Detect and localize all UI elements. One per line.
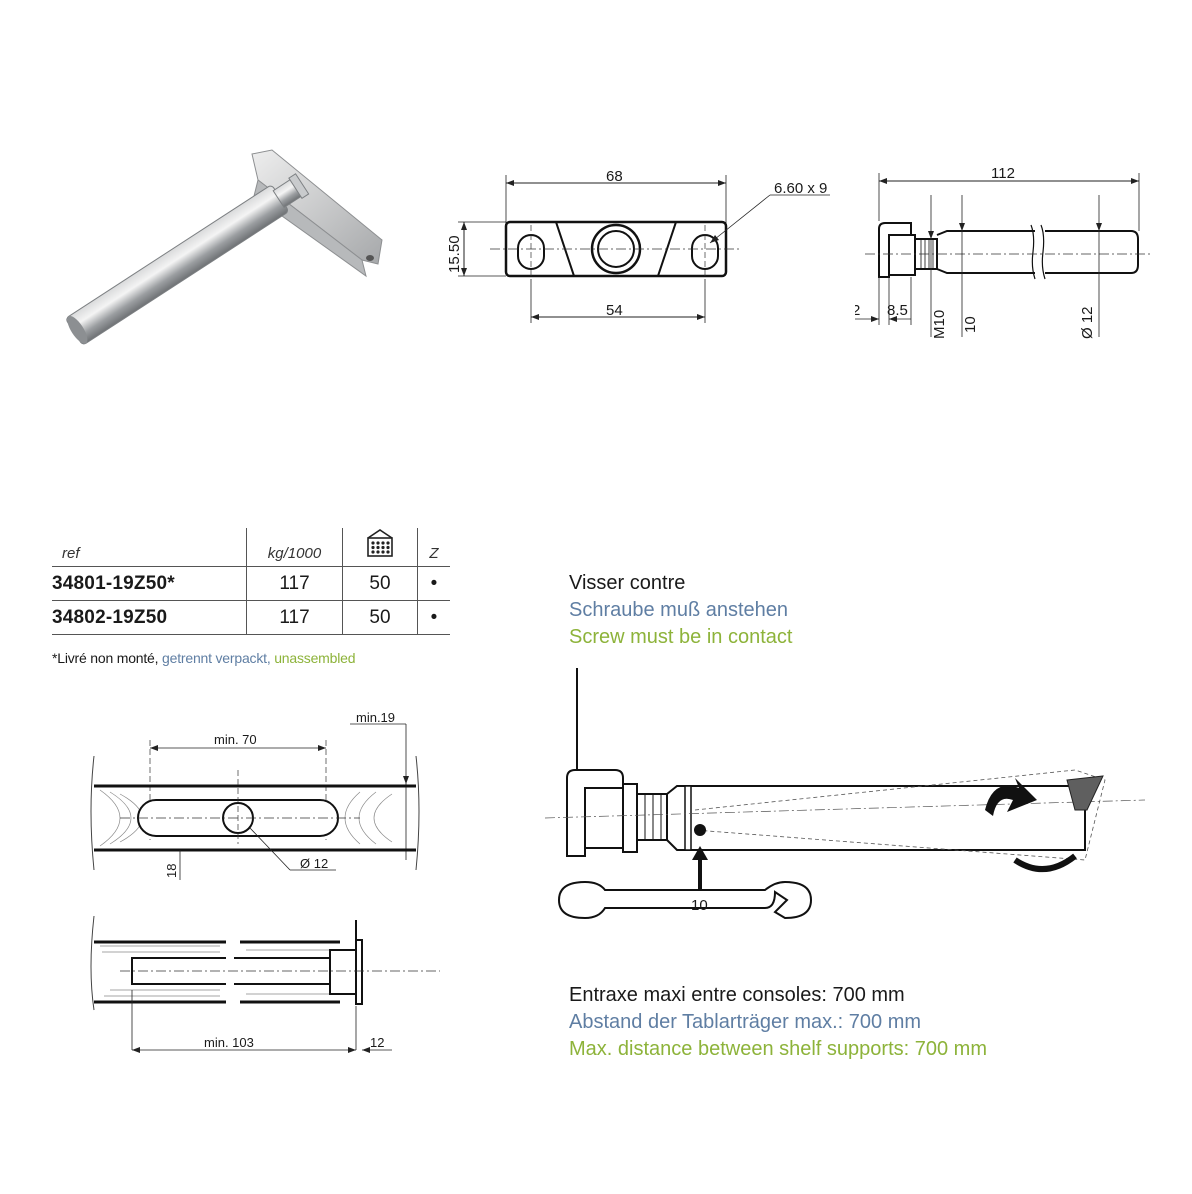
row-weight: 117	[246, 600, 343, 635]
note-fr: *Livré non monté,	[52, 650, 159, 666]
header-z: Z	[417, 528, 450, 567]
row-ref: 34802-19Z50	[52, 600, 247, 635]
header-weight: kg/1000	[246, 528, 343, 567]
plate-label: 12	[370, 1035, 384, 1050]
instruction-text: Visser contre Schraube muß anstehen Scre…	[569, 570, 792, 651]
table-row: 34802-19Z50 117 50 •	[52, 600, 450, 635]
flange-label: 2	[855, 302, 860, 319]
width-label: 68	[606, 168, 623, 185]
length-label: 112	[991, 165, 1015, 182]
instruction-en: Screw must be in contact	[569, 626, 793, 648]
depth-label: min. 103	[204, 1035, 254, 1050]
slot-label: 6.60 x 9	[774, 180, 827, 197]
plate-drawing: 68 15.50 54 6.60 x 9	[446, 168, 830, 323]
head-label: 8.5	[887, 302, 908, 319]
wrench-label: 10	[691, 897, 708, 914]
instruction-de: Schraube muß anstehen	[569, 599, 789, 621]
row-pack: 50	[342, 600, 418, 635]
header-ref: ref	[52, 528, 247, 567]
shelf-top-view: min. 70 min.19 18 Ø 12	[90, 710, 420, 880]
min-length-label: min. 70	[214, 732, 257, 747]
hole-pitch-label: 54	[606, 302, 623, 319]
header-pack	[342, 528, 418, 567]
row-z: •	[417, 600, 450, 635]
thread-label: M10	[931, 310, 948, 339]
row-ref: 34801-19Z50*	[52, 566, 247, 601]
assembly-note: *Livré non monté, getrennt verpackt, una…	[52, 650, 355, 666]
instruction-fr: Visser contre	[569, 572, 686, 594]
shelf-side-view: min. 103 12	[90, 915, 440, 1053]
row-pack: 50	[342, 566, 418, 601]
row-weight: 117	[246, 566, 343, 601]
diameter-label: Ø 12	[1079, 306, 1096, 339]
distance-de: Abstand der Tablarträger max.: 700 mm	[569, 1011, 922, 1033]
note-en: unassembled	[274, 650, 356, 666]
distance-text: Entraxe maxi entre consoles: 700 mm Abst…	[569, 982, 987, 1063]
hole-label: Ø 12	[300, 856, 328, 871]
neck-label: 10	[962, 316, 979, 333]
thickness-label: 18	[164, 864, 179, 878]
table-row: 34801-19Z50* 117 50 •	[52, 566, 450, 601]
install-drawing: 10	[545, 668, 1146, 920]
product-table: ref kg/1000 Z 34801-19Z50* 117 50 • 3480…	[52, 528, 450, 635]
min-edge-label: min.19	[356, 710, 395, 725]
packaging-icon	[367, 529, 393, 557]
distance-en: Max. distance between shelf supports: 70…	[569, 1038, 987, 1060]
height-label: 15.50	[446, 235, 463, 273]
distance-fr: Entraxe maxi entre consoles: 700 mm	[569, 984, 905, 1006]
rod-drawing: 112 2 8.5 M10 10 Ø 12	[855, 165, 1151, 339]
product-photo	[66, 149, 383, 345]
note-de: getrennt verpackt,	[162, 650, 271, 666]
row-z: •	[417, 566, 450, 601]
